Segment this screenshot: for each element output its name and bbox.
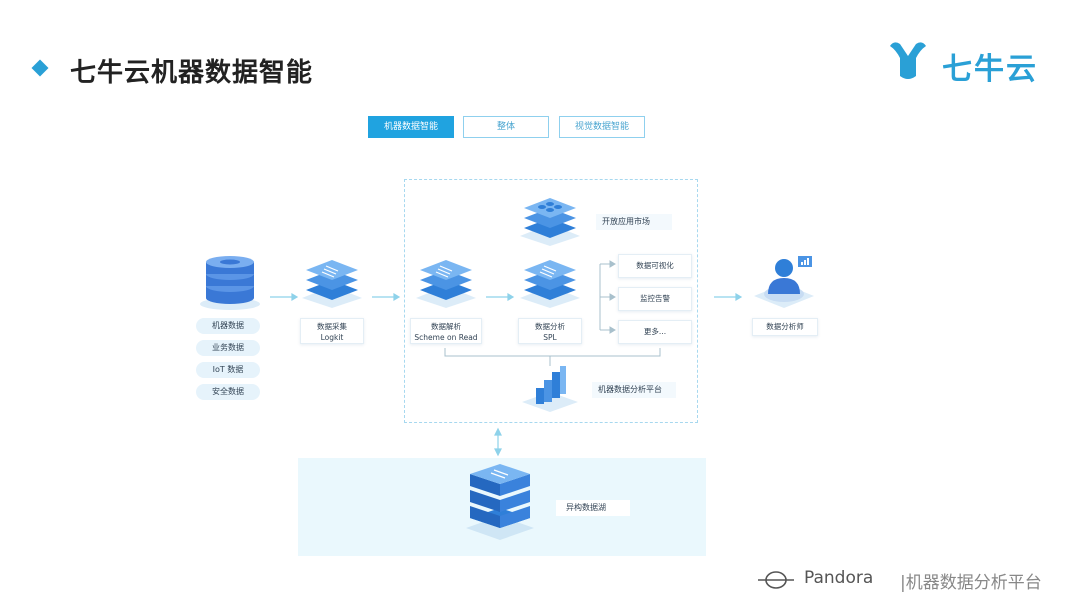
page-title: 七牛云机器数据智能 xyxy=(70,58,314,88)
platform-label: 机器数据分析平台 xyxy=(592,382,676,398)
server-stack-icon xyxy=(466,464,534,540)
pandora-logo-icon xyxy=(758,571,794,589)
database-icon xyxy=(200,256,260,310)
source-business-data: 业务数据 xyxy=(196,340,260,356)
logo-text: 七牛云 xyxy=(942,52,1038,87)
output-more: 更多... xyxy=(618,320,692,344)
tab-vision-data[interactable]: 视觉数据智能 xyxy=(559,116,645,138)
parse-label-box: 数据解析 Scheme on Read xyxy=(410,318,482,344)
parse-sublabel: Scheme on Read xyxy=(414,333,478,342)
tab-overall[interactable]: 整体 xyxy=(463,116,549,138)
collect-sublabel: Logkit xyxy=(320,333,344,342)
analyze-stack-icon xyxy=(520,260,580,308)
analyze-sublabel: SPL xyxy=(543,333,557,342)
platform-boundary xyxy=(404,179,698,423)
lake-label: 异构数据湖 xyxy=(556,500,630,516)
output-monitoring-alert: 监控告警 xyxy=(618,287,692,311)
parse-label: 数据解析 xyxy=(431,322,461,331)
collect-label: 数据采集 xyxy=(317,322,347,331)
bar-chart-icon xyxy=(522,366,578,412)
qiniu-logo-icon xyxy=(890,42,926,79)
analyze-label-box: 数据分析 SPL xyxy=(518,318,582,344)
app-market-stack-icon xyxy=(520,198,580,246)
collect-stack-icon xyxy=(302,260,362,308)
footer-brand: Pandora xyxy=(804,568,874,588)
tab-machine-data[interactable]: 机器数据智能 xyxy=(368,116,454,138)
analyze-label: 数据分析 xyxy=(535,322,565,331)
source-security-data: 安全数据 xyxy=(196,384,260,400)
analyst-label: 数据分析师 xyxy=(752,318,818,336)
collect-label-box: 数据采集 Logkit xyxy=(300,318,364,344)
source-machine-data: 机器数据 xyxy=(196,318,260,334)
parse-stack-icon xyxy=(416,260,476,308)
analyst-person-icon xyxy=(754,256,814,308)
footer-tagline: |机器数据分析平台 xyxy=(900,573,1042,593)
app-market-label: 开放应用市场 xyxy=(596,214,672,230)
source-iot-data: IoT 数据 xyxy=(196,362,260,378)
output-visualization: 数据可视化 xyxy=(618,254,692,278)
